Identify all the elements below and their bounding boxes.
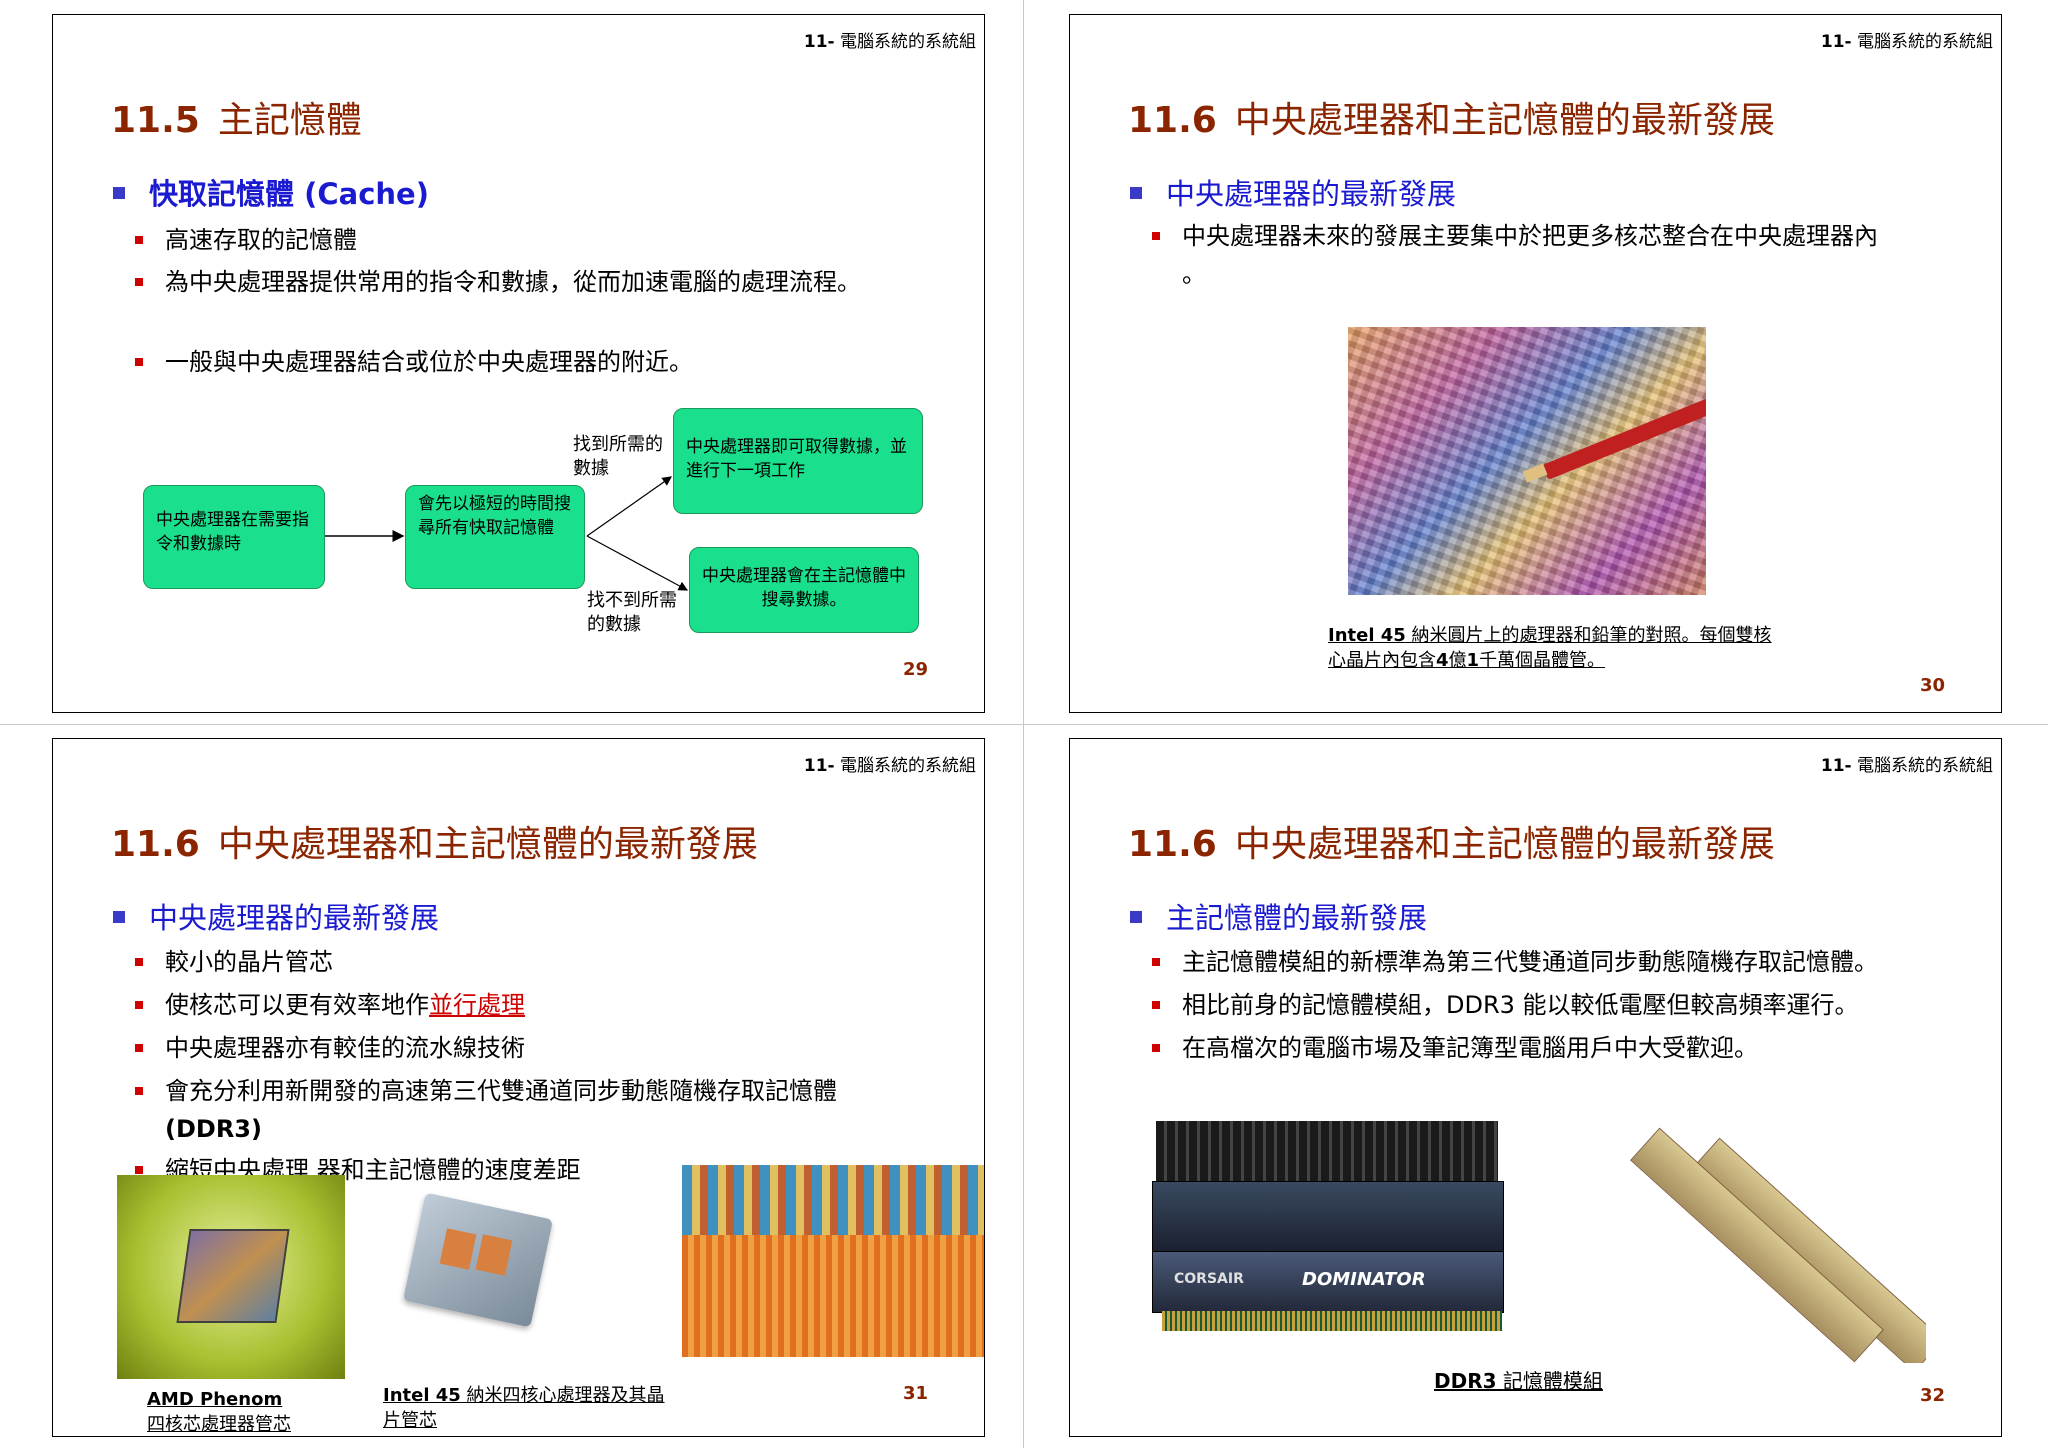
- bullet-icon: [135, 236, 143, 244]
- square-bullet-icon: [113, 187, 125, 199]
- flow-arrows: [325, 476, 689, 591]
- bullet-icon: [135, 958, 143, 966]
- list-item: 中央處理器未來的發展主要集中於把更多核芯整合在中央處理器內 。: [1152, 217, 1882, 293]
- flow-box-main-memory: 中央處理器會在主記憶體中搜尋數據。: [689, 547, 919, 633]
- ddr3-caption: DDR3 記憶體模組: [1434, 1369, 1603, 1393]
- list-item: 使核芯可以更有效率地作並行處理: [135, 986, 905, 1024]
- list-item: 主記憶體模組的新標準為第三代雙通道同步動態隨機存取記憶體。: [1152, 943, 1972, 981]
- list-item: 中央處理器亦有較佳的流水線技術: [135, 1029, 905, 1067]
- square-bullet-icon: [1130, 187, 1142, 199]
- list-item: 較小的晶片管芯: [135, 943, 905, 981]
- bullet-memory-development: 主記憶體的最新發展: [1130, 895, 1427, 937]
- intel-caption: Intel 45 納米四核心處理器及其晶片管芯: [383, 1385, 665, 1431]
- bullet-icon: [135, 1087, 143, 1095]
- list-item: 一般與中央處理器結合或位於中央處理器的附近。: [135, 343, 885, 381]
- wafer-pencil-photo: [1348, 327, 1706, 595]
- page-number: 30: [1919, 675, 1945, 696]
- parallel-processing-link[interactable]: 並行處理: [429, 991, 525, 1019]
- intel-quad-core-photo: [397, 1187, 567, 1337]
- list-item: 高速存取的記憶體: [135, 221, 885, 259]
- bullet-icon: [1152, 232, 1160, 240]
- flow-box-request: 中央處理器在需要指令和數據時: [143, 485, 325, 589]
- bullet-icon: [135, 1001, 143, 1009]
- slide-header: 11- 電腦系統的系統組: [803, 756, 976, 776]
- bullet-cache: 快取記憶體 (Cache): [113, 171, 429, 213]
- page-number: 29: [902, 659, 928, 680]
- flow-label-not-found: 找不到所需的數據: [587, 590, 677, 635]
- flow-box-found: 中央處理器即可取得數據，並進行下一項工作: [673, 408, 923, 514]
- flow-label-found: 找到所需的數據: [573, 434, 663, 479]
- wafer-caption: Intel 45 納米圓片上的處理器和鉛筆的對照。每個雙核心晶片內包含4億1千萬…: [1328, 625, 1772, 671]
- corsair-ram-photo: CORSAIR DOMINATOR: [1152, 1121, 1512, 1351]
- bullet-icon: [135, 1166, 143, 1174]
- list-item: 會充分利用新開發的高速第三代雙通道同步動態隨機存取記憶體(DDR3): [135, 1072, 905, 1148]
- bullet-icon: [135, 1044, 143, 1052]
- square-bullet-icon: [1130, 911, 1142, 923]
- list-item: 相比前身的記憶體模組，DDR3 能以較低電壓但較高頻率運行。: [1152, 986, 1972, 1024]
- bullet-cpu-development: 中央處理器的最新發展: [1130, 171, 1456, 213]
- bullet-icon: [1152, 958, 1160, 966]
- amd-phenom-die-photo: [117, 1175, 345, 1379]
- bullet-icon: [1152, 1044, 1160, 1052]
- list-item: 為中央處理器提供常用的指令和數據，從而加速電腦的處理流程。: [135, 263, 885, 301]
- bullet-icon: [1152, 1001, 1160, 1009]
- ddr3-modules-photo: [1606, 1123, 1926, 1363]
- intel-die-photo: [682, 1165, 984, 1357]
- slide-header: 11- 電腦系統的系統組: [803, 32, 976, 52]
- bullet-icon: [135, 358, 143, 366]
- square-bullet-icon: [113, 911, 125, 923]
- list-item: 在高檔次的電腦市場及筆記簿型電腦用戶中大受歡迎。: [1152, 1029, 1972, 1067]
- slide-header: 11- 電腦系統的系統組: [1820, 32, 1993, 52]
- page-number: 31: [902, 1383, 928, 1404]
- slide-header: 11- 電腦系統的系統組: [1820, 756, 1993, 776]
- flow-box-search-cache: 會先以極短的時間搜尋所有快取記憶體: [405, 485, 585, 589]
- bullet-cpu-development: 中央處理器的最新發展: [113, 895, 439, 937]
- bullet-icon: [135, 278, 143, 286]
- page-divider-horizontal: [0, 724, 2048, 725]
- page-number: 32: [1919, 1385, 1945, 1406]
